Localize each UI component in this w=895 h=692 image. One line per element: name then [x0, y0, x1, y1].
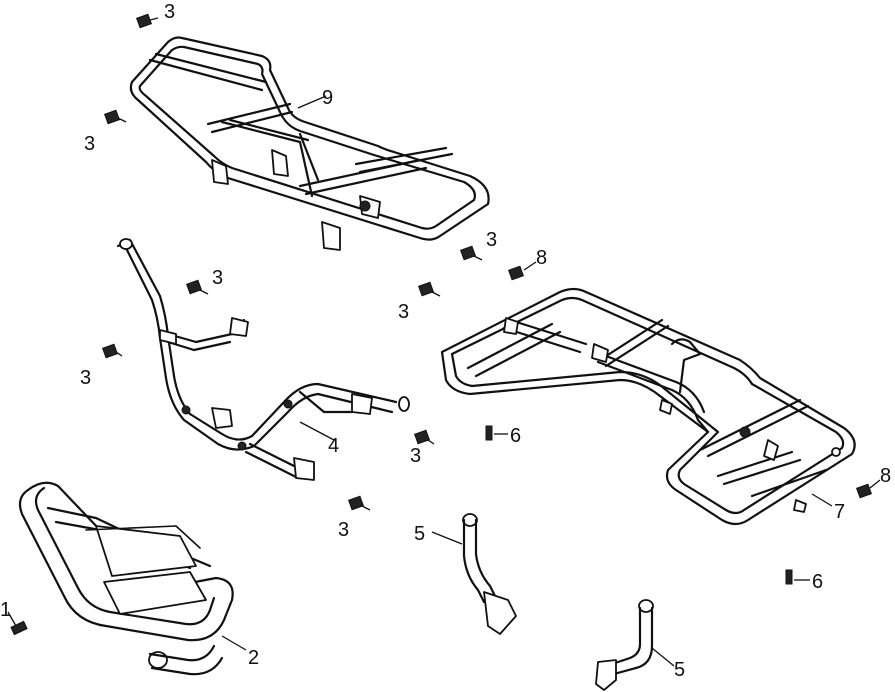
- leader-lines: [7, 95, 881, 667]
- bumper-part-2: [18, 481, 234, 676]
- pin-6a: [485, 425, 493, 441]
- callout-labels: 3 3 9 3 3 3 8 3 4 3 6 3 5 7 8 6 5 1 2: [0, 1, 891, 681]
- callout-3-lower: 3: [338, 519, 349, 541]
- bolt-3g: [414, 429, 435, 445]
- callout-3-center: 3: [410, 445, 421, 467]
- callout-1: 1: [0, 599, 11, 621]
- callout-9: 9: [322, 87, 333, 109]
- callout-3-upper-left: 3: [84, 133, 95, 155]
- callout-4: 4: [328, 435, 339, 457]
- bolt-3c: [186, 279, 209, 295]
- callout-3-rack-left: 3: [398, 301, 409, 323]
- bolt-3h: [348, 495, 371, 511]
- bolt-3e: [460, 245, 483, 261]
- callout-6-right: 6: [812, 571, 823, 593]
- bracket-part-5a: [462, 513, 517, 635]
- pin-6b: [785, 569, 793, 585]
- bolt-1: [10, 620, 28, 636]
- bracket-part-5b: [595, 599, 654, 691]
- fasteners: [10, 13, 872, 636]
- callout-7: 7: [834, 501, 845, 523]
- callout-3-left: 3: [80, 367, 91, 389]
- callout-6-center: 6: [510, 425, 521, 447]
- front-rack-part-9: [129, 36, 490, 251]
- bolt-3f: [418, 281, 441, 297]
- callout-5-right: 5: [674, 659, 685, 681]
- bolt-3a: [136, 13, 159, 29]
- callout-3-rack-top: 3: [486, 229, 497, 251]
- bolt-3b: [104, 109, 127, 125]
- callout-8-right: 8: [880, 465, 891, 487]
- nut-8b: [856, 483, 872, 499]
- rear-rack-part-7: [440, 287, 856, 526]
- nut-8a: [508, 265, 524, 281]
- bolt-3d: [102, 343, 123, 359]
- callout-2: 2: [248, 647, 259, 669]
- guard-part-4: [116, 238, 410, 481]
- callout-3-top: 3: [164, 1, 175, 23]
- callout-3-guard: 3: [212, 267, 223, 289]
- callout-5-left: 5: [414, 523, 425, 545]
- callout-8-top: 8: [536, 247, 547, 269]
